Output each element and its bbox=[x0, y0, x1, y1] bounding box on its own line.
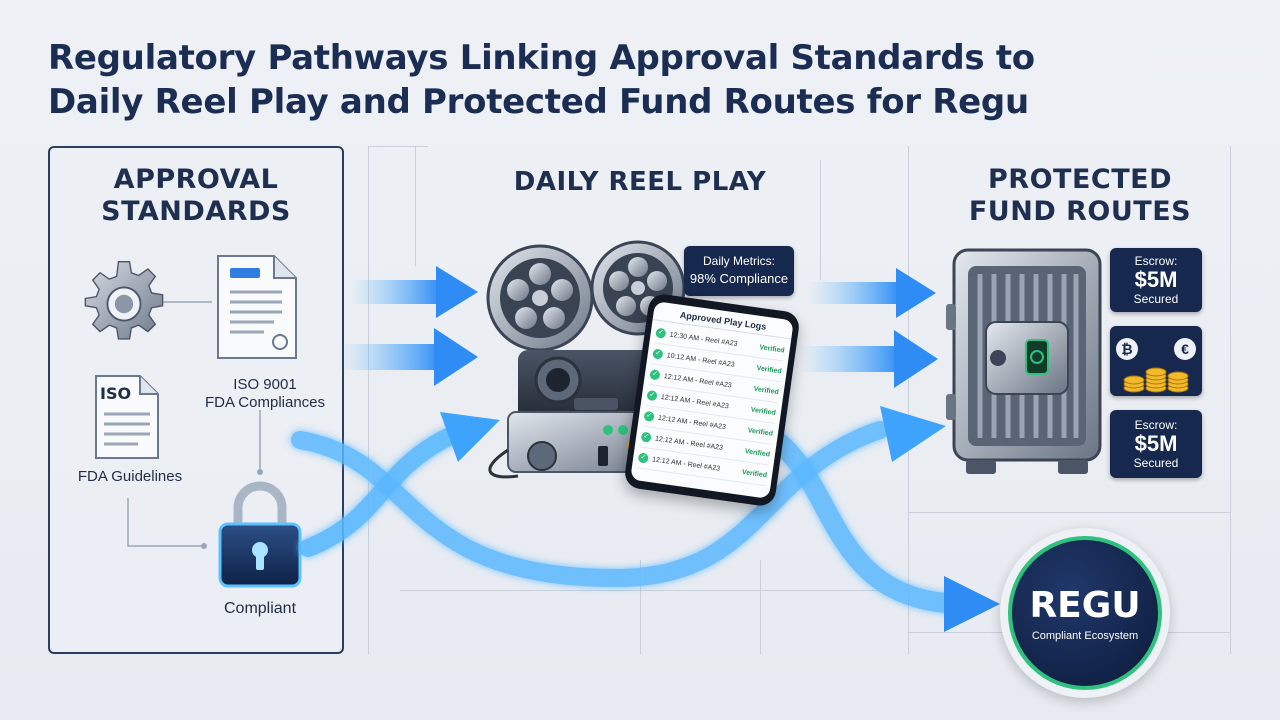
daily-metrics-badge: Daily Metrics: 98% Compliance bbox=[684, 246, 794, 296]
log-status: Verified bbox=[747, 426, 774, 438]
arrow-lock-to-reel-head bbox=[440, 412, 500, 462]
iso-document-text: ISO bbox=[100, 384, 132, 403]
log-status: Verified bbox=[750, 406, 777, 417]
iso-document-icon bbox=[95, 375, 159, 459]
log-entry: 12:30 AM - Reel #A23 bbox=[669, 331, 739, 348]
log-status: Verified bbox=[756, 364, 783, 375]
regu-badge: REGU Compliant Ecosystem bbox=[1000, 528, 1170, 698]
log-entry: 12:12 AM - Reel #A23 bbox=[663, 372, 733, 390]
escrow-amount: $5M bbox=[1134, 431, 1178, 456]
euro-icon: € bbox=[1174, 338, 1196, 360]
metrics-label: Daily Metrics: bbox=[702, 254, 775, 268]
regu-inner-ring: REGU Compliant Ecosystem bbox=[1008, 536, 1162, 690]
gear-icon bbox=[84, 260, 164, 340]
fda-guidelines-label: FDA Guidelines bbox=[77, 468, 183, 485]
gold-coins-icon bbox=[1123, 367, 1189, 393]
protected-fund-routes-heading: PROTECTED FUND ROUTES bbox=[930, 164, 1230, 228]
phone-screen: Approved Play Logs ✓12:30 AM - Reel #A23… bbox=[630, 301, 794, 499]
compliant-label: Compliant bbox=[223, 600, 297, 617]
log-entry: 12:12 AM - Reel #A23 bbox=[657, 414, 727, 431]
log-entry: 10:12 AM - Reel #A23 bbox=[666, 351, 736, 369]
document-icon bbox=[217, 255, 297, 359]
regu-name: REGU bbox=[1029, 585, 1141, 626]
escrow-label: Escrow: bbox=[1134, 254, 1178, 268]
grid-line bbox=[908, 512, 1230, 513]
iso-label-line-2: FDA Compliances bbox=[204, 394, 326, 411]
log-entry: 12:12 AM - Reel #A23 bbox=[660, 393, 730, 410]
log-status: Verified bbox=[741, 468, 768, 479]
iso-label-line-1: ISO 9001 bbox=[233, 376, 297, 393]
check-icon: ✓ bbox=[637, 452, 649, 464]
heading-line-2: STANDARDS bbox=[101, 196, 291, 227]
iso-standards-label: ISO 9001 FDA Compliances bbox=[180, 376, 350, 412]
check-icon: ✓ bbox=[649, 369, 661, 381]
regu-tagline: Compliant Ecosystem bbox=[1031, 630, 1139, 642]
arrow-reel-to-fund-2 bbox=[800, 330, 938, 388]
grid-line bbox=[820, 160, 821, 280]
grid-line bbox=[908, 146, 909, 654]
log-entry: 12:12 AM - Reel #A23 bbox=[654, 434, 724, 452]
log-status: Verified bbox=[759, 343, 786, 355]
arrow-reel-to-regu bbox=[750, 420, 970, 614]
arrow-approval-to-reel-1 bbox=[350, 266, 478, 318]
grid-line bbox=[368, 146, 428, 147]
arrow-reel-to-fund-1 bbox=[808, 268, 936, 318]
grid-line bbox=[415, 146, 416, 266]
escrow-badge-bottom: Escrow: $5M Secured bbox=[1110, 410, 1202, 478]
heading-line-1: APPROVAL bbox=[113, 164, 279, 195]
heading-line-2: FUND ROUTES bbox=[968, 196, 1192, 227]
escrow-status: Secured bbox=[1133, 292, 1179, 306]
arrow-reel-to-regu-head bbox=[944, 576, 1000, 632]
metrics-value: 98% Compliance bbox=[689, 271, 789, 286]
vault-icon bbox=[946, 248, 1102, 474]
title-line-2: Daily Reel Play and Protected Fund Route… bbox=[48, 82, 1029, 122]
check-icon: ✓ bbox=[652, 348, 664, 360]
page-title: Regulatory Pathways Linking Approval Sta… bbox=[48, 36, 1228, 124]
escrow-label: Escrow: bbox=[1134, 418, 1178, 432]
euro-symbol: € bbox=[1181, 341, 1189, 357]
check-icon: ✓ bbox=[655, 327, 667, 339]
check-icon: ✓ bbox=[640, 431, 652, 443]
log-entry: 12:12 AM - Reel #A23 bbox=[651, 455, 721, 473]
escrow-amount: $5M bbox=[1134, 267, 1178, 292]
lock-icon bbox=[218, 481, 302, 588]
arrow-panel-to-regu bbox=[291, 421, 889, 588]
bitcoin-icon: ₿ bbox=[1116, 338, 1138, 360]
crypto-coins-badge: ₿ € bbox=[1110, 326, 1202, 396]
phone-device: Approved Play Logs ✓12:30 AM - Reel #A23… bbox=[623, 292, 801, 508]
check-icon: ✓ bbox=[643, 410, 655, 423]
grid-line bbox=[640, 560, 641, 654]
daily-reel-play-heading: DAILY REEL PLAY bbox=[513, 167, 767, 197]
escrow-badge-top: Escrow: $5M Secured bbox=[1110, 248, 1202, 312]
escrow-status: Secured bbox=[1133, 456, 1179, 470]
log-status: Verified bbox=[744, 447, 771, 459]
grid-line bbox=[368, 146, 369, 654]
arrow-panel-to-regu-head bbox=[880, 406, 946, 462]
title-line-1: Regulatory Pathways Linking Approval Sta… bbox=[48, 38, 1035, 78]
approval-standards-heading: APPROVAL STANDARDS bbox=[48, 164, 344, 228]
arrow-lock-to-reel bbox=[299, 427, 459, 557]
grid-line bbox=[1230, 146, 1231, 654]
arrow-approval-to-reel-2 bbox=[340, 328, 478, 386]
log-status: Verified bbox=[753, 385, 780, 396]
heading-line-1: PROTECTED bbox=[988, 164, 1172, 195]
bitcoin-symbol: ₿ bbox=[1121, 341, 1133, 357]
grid-line bbox=[760, 560, 761, 654]
check-icon: ✓ bbox=[646, 389, 658, 402]
